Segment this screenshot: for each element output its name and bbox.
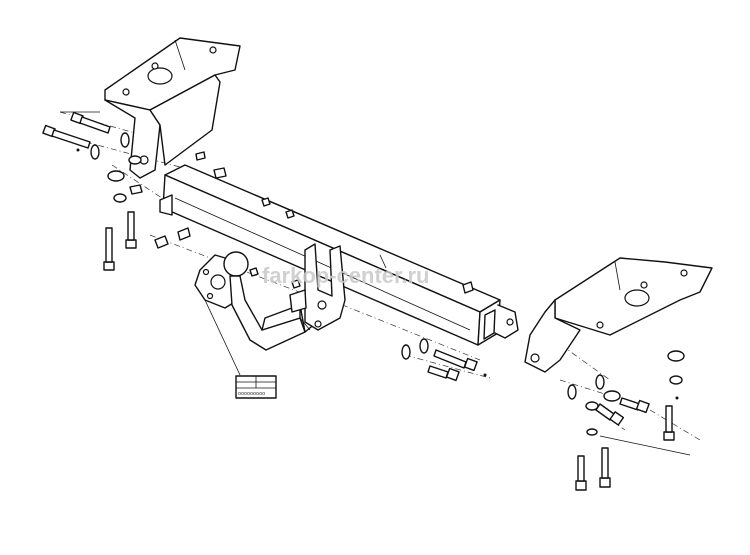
nut	[195, 151, 206, 161]
leader-lines	[60, 111, 387, 376]
washer	[401, 344, 411, 360]
bracket-hole	[640, 281, 648, 289]
center-bracket-hole	[314, 320, 322, 328]
washer	[419, 338, 429, 354]
bolt	[70, 111, 111, 134]
bolt	[575, 455, 587, 491]
nut	[177, 227, 191, 241]
left-mounting-bracket	[104, 37, 241, 179]
main-crossbar	[159, 164, 519, 346]
bolt	[103, 227, 115, 271]
nut	[261, 197, 271, 207]
bracket-hole	[122, 88, 130, 96]
tow-ball	[223, 251, 249, 277]
bracket-hole	[530, 353, 540, 363]
fasteners	[42, 111, 691, 491]
bolt	[42, 124, 91, 149]
nut	[213, 167, 227, 179]
bolt	[433, 349, 478, 372]
bolt	[427, 365, 460, 382]
right-mounting-bracket	[524, 257, 713, 373]
neck-plate-hole	[206, 292, 214, 300]
bolt	[663, 405, 675, 441]
neck-plate-hole	[202, 268, 210, 276]
crossbar-end-hole	[506, 318, 514, 326]
bracket-hole	[147, 67, 173, 85]
bolt	[595, 403, 625, 426]
washer	[667, 350, 685, 362]
center-bracket-hole	[317, 300, 327, 310]
washer	[107, 170, 125, 182]
bracket-hole	[151, 62, 159, 70]
tow-ball-assembly	[194, 251, 323, 351]
bolt	[125, 211, 137, 249]
washer	[669, 375, 683, 385]
washer	[90, 144, 100, 160]
plate-label: ooooooooo	[238, 391, 265, 397]
washer	[586, 428, 598, 436]
watermark: farkop-center.ru	[262, 263, 430, 288]
washer	[113, 193, 127, 203]
identification-plate: ooooooooo	[235, 375, 277, 399]
washer	[567, 384, 577, 400]
neck-plate-hole	[210, 274, 226, 290]
bracket-hole	[624, 289, 650, 307]
nut	[249, 267, 259, 277]
washer	[120, 132, 130, 148]
nut	[285, 209, 295, 219]
bracket-hole	[680, 269, 688, 277]
nut	[129, 184, 143, 195]
washer	[595, 374, 605, 390]
washer	[128, 155, 142, 165]
bolt	[599, 447, 611, 488]
center-bracket	[289, 243, 346, 331]
bolt	[619, 397, 650, 414]
nut	[154, 235, 169, 249]
washer	[603, 390, 621, 402]
bracket-hole	[596, 321, 604, 329]
bracket-hole	[209, 46, 217, 54]
nut	[462, 281, 474, 294]
nut	[291, 279, 301, 289]
